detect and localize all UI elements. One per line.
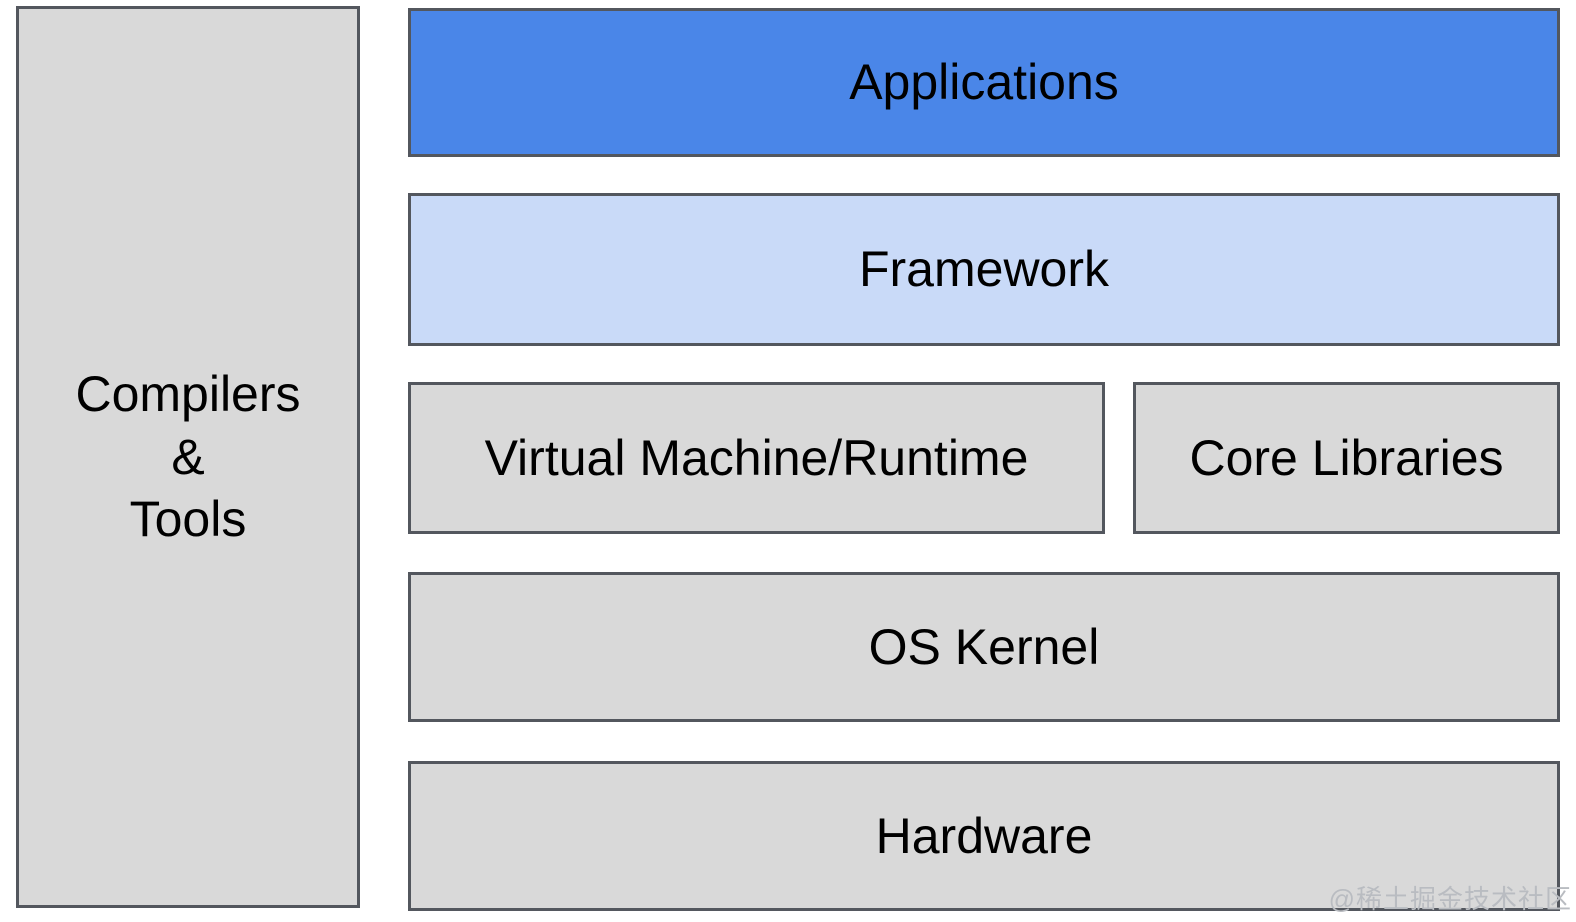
compilers-tools-label: Compilers & Tools (75, 363, 300, 551)
hardware-box: Hardware (408, 761, 1560, 911)
core-libraries-label: Core Libraries (1189, 429, 1504, 486)
framework-label: Framework (858, 241, 1110, 298)
compilers-tools-line-2: & (171, 428, 205, 485)
watermark-text: @稀土掘金技术社区 (1328, 884, 1572, 914)
virtual-machine-runtime-box: Virtual Machine/Runtime (408, 382, 1105, 534)
os-kernel-box: OS Kernel (408, 572, 1560, 722)
core-libraries-box: Core Libraries (1133, 382, 1560, 534)
os-kernel-label: OS Kernel (868, 618, 1100, 675)
applications-box: Applications (408, 8, 1560, 157)
compilers-tools-line-1: Compilers (75, 366, 301, 423)
framework-box: Framework (408, 193, 1560, 346)
compilers-tools-line-3: Tools (129, 491, 247, 548)
hardware-label: Hardware (875, 807, 1093, 864)
applications-label: Applications (849, 54, 1119, 111)
virtual-machine-runtime-label: Virtual Machine/Runtime (484, 429, 1029, 486)
compilers-tools-box: Compilers & Tools (16, 6, 360, 908)
